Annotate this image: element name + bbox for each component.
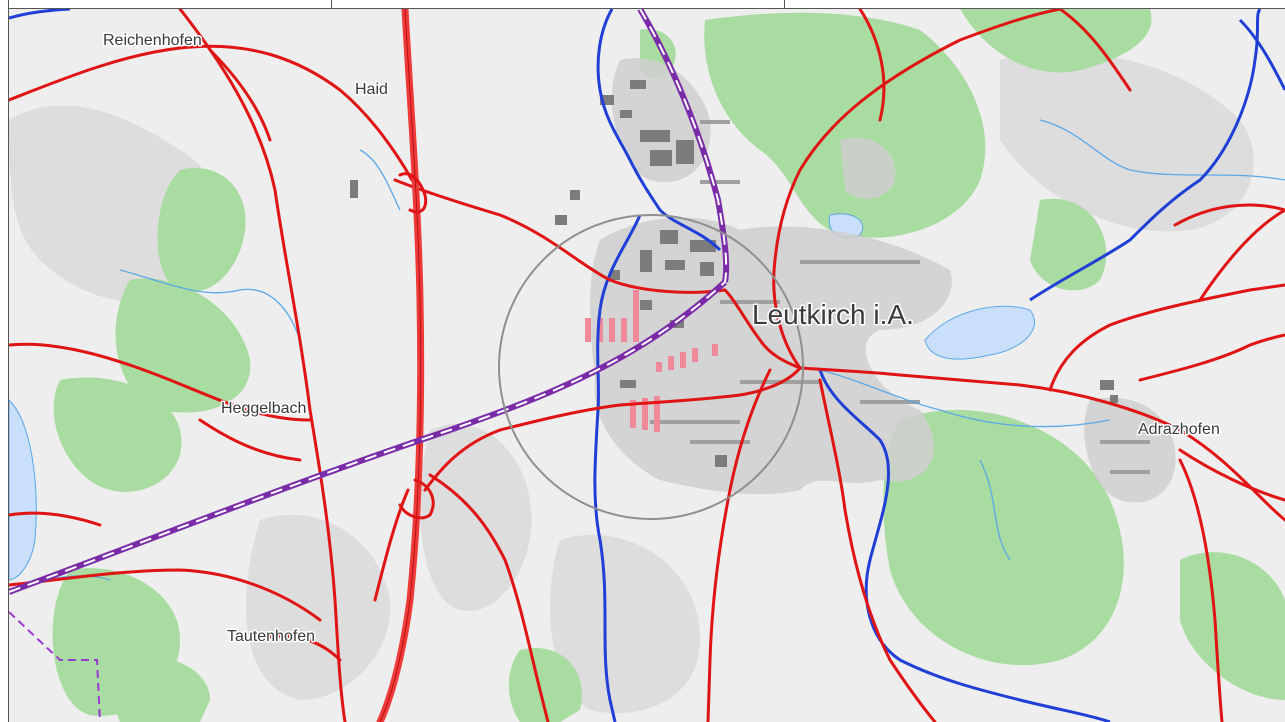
place-label-adrazhofen: Adrazhofen bbox=[1138, 421, 1220, 438]
place-label-reichenhofen: Reichenhofen bbox=[103, 32, 202, 49]
place-label-leutkirch: Leutkirch i.A. bbox=[752, 299, 914, 330]
streams bbox=[9, 119, 1285, 591]
frame-top-strip bbox=[0, 0, 1285, 9]
frame-divider bbox=[784, 0, 785, 9]
map-canvas: Reichenhofen Haid Leutkirch i.A. Heggelb… bbox=[9, 9, 1285, 722]
main-roads bbox=[9, 9, 1285, 722]
place-label-haid: Haid bbox=[355, 81, 388, 98]
water-bodies bbox=[9, 213, 1035, 581]
place-label-tautenhofen: Tautenhofen bbox=[227, 628, 315, 645]
radius-circle bbox=[498, 214, 804, 520]
railways bbox=[9, 9, 730, 595]
motorway bbox=[376, 9, 435, 722]
map-view[interactable]: Reichenhofen Haid Leutkirch i.A. Heggelb… bbox=[9, 9, 1285, 722]
frame-divider bbox=[331, 0, 332, 9]
frame-left-strip bbox=[0, 0, 9, 722]
rivers bbox=[9, 9, 1285, 722]
place-label-heggelbach: Heggelbach bbox=[221, 400, 306, 417]
forest-areas bbox=[52, 9, 1285, 722]
planning-areas bbox=[585, 290, 718, 432]
